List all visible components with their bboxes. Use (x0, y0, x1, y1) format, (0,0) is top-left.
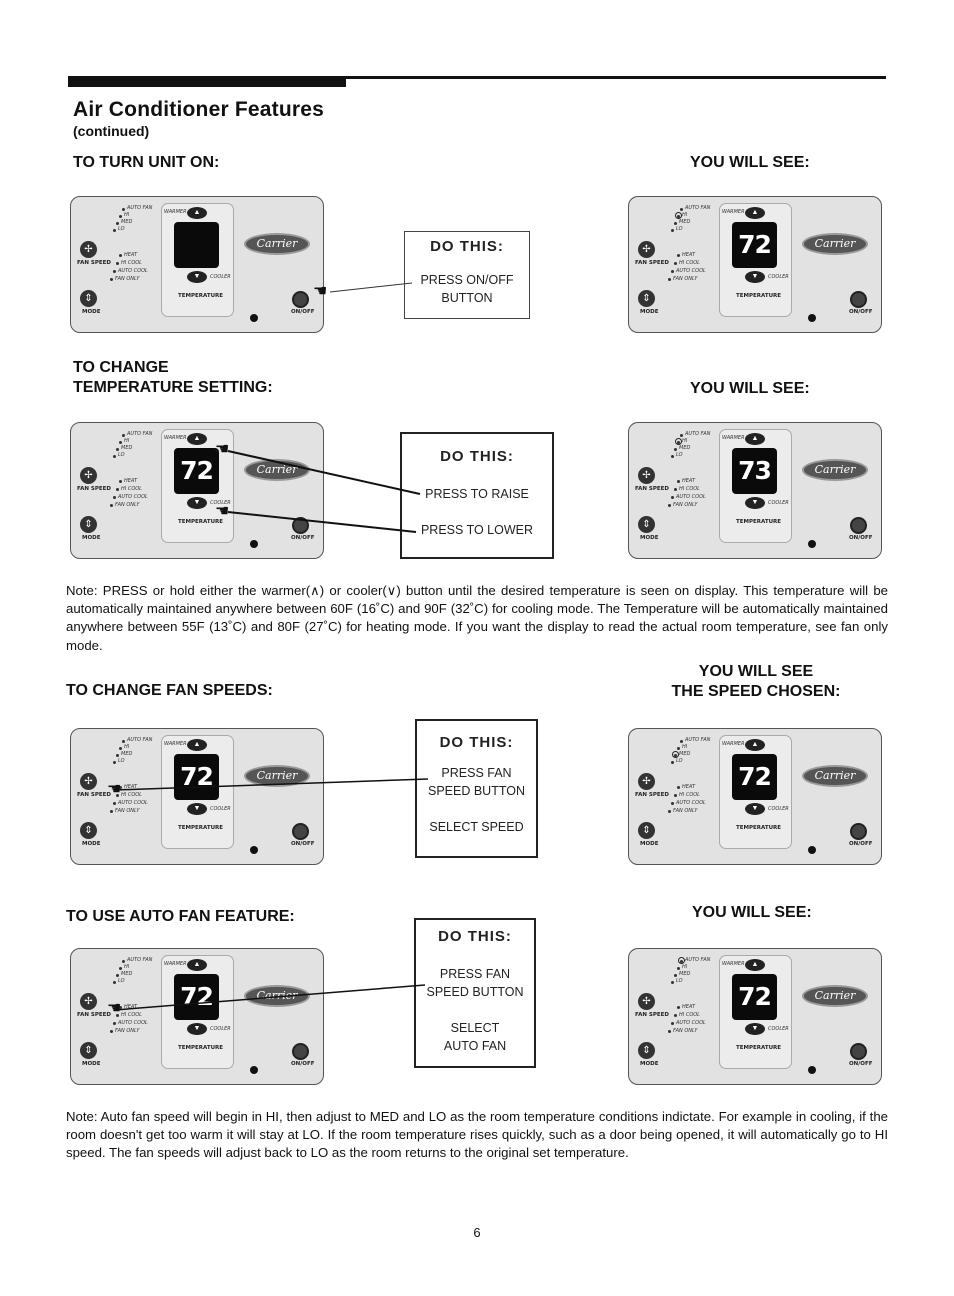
connector-line (228, 512, 416, 532)
connector-line (115, 779, 428, 790)
pointing-hand-icon: ☚ (313, 284, 327, 300)
pointing-hand-icon: ☚ (107, 1001, 121, 1017)
connector-line (330, 283, 412, 292)
connector-line (115, 985, 425, 1010)
page-number: 6 (0, 1225, 954, 1240)
pointing-hand-icon: ☚ (215, 442, 229, 458)
pointing-hand-icon: ☚ (215, 504, 229, 520)
connector-line (228, 451, 420, 494)
pointing-hand-icon: ☚ (107, 782, 121, 798)
